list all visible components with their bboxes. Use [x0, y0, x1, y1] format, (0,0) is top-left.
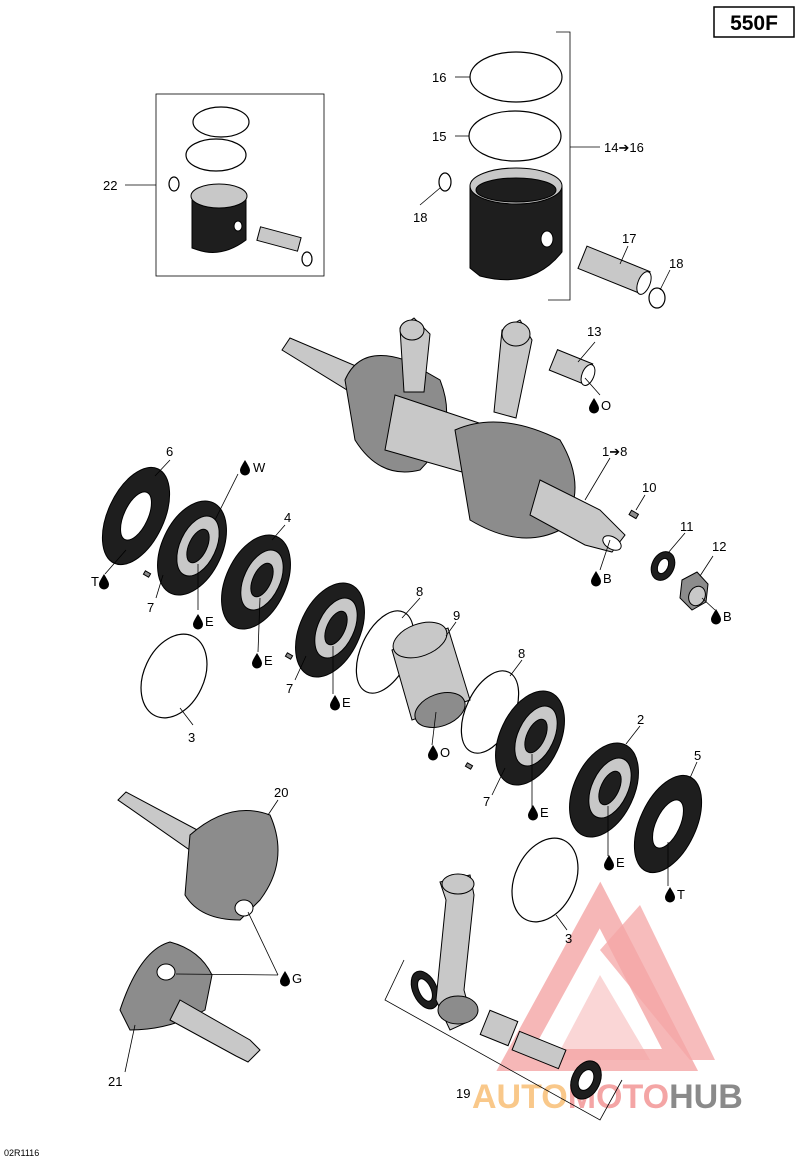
callout-5: 5 — [694, 748, 701, 763]
oil-drop-icon — [240, 460, 250, 476]
dowel-pins — [142, 570, 474, 770]
piston-pin — [577, 245, 652, 295]
callout-7a: 7 — [147, 600, 154, 615]
o-ring-3-left — [140, 633, 208, 719]
leader-lines — [104, 76, 716, 1073]
lube-e-4: E — [264, 653, 273, 668]
callout-16: 16 — [432, 70, 446, 85]
washer-11 — [650, 551, 676, 581]
oil-seal-6 — [101, 466, 171, 566]
oil-drop-icon — [528, 805, 538, 821]
lube-b-12: B — [723, 609, 732, 624]
callout-8-left: 8 — [416, 584, 423, 599]
piston-kit-box — [155, 93, 325, 277]
model-badge: 550F — [713, 6, 795, 38]
oil-drop-icon — [280, 971, 290, 987]
callout-11: 11 — [680, 519, 694, 534]
oil-drop-icon — [591, 571, 601, 587]
callout-9: 9 — [453, 608, 460, 623]
callout-22: 22 — [103, 178, 117, 193]
nut-12 — [679, 571, 709, 611]
watermark-text-auto: AUTO — [472, 1078, 568, 1116]
callout-3-left: 3 — [188, 730, 195, 745]
lube-b-1: B — [603, 571, 612, 586]
piston-14-16-bracket — [548, 31, 600, 301]
callout-21: 21 — [108, 1074, 122, 1089]
oil-drop-icon — [330, 695, 340, 711]
lube-e-2: E — [616, 855, 625, 870]
callout-2: 2 — [637, 712, 644, 727]
piston-rings — [468, 51, 563, 162]
lube-o-13: O — [601, 398, 611, 413]
oil-drop-icon — [252, 653, 262, 669]
o-ring-3-right — [511, 837, 579, 923]
oil-drop-icon — [193, 614, 203, 630]
lube-e-7b: E — [342, 695, 351, 710]
oil-drop-icon — [711, 609, 721, 625]
lube-w: W — [253, 460, 266, 475]
callout-8-right: 8 — [518, 646, 525, 661]
lube-t-6: T — [91, 574, 99, 589]
circlip-18-right — [648, 287, 666, 309]
oil-drop-icon — [665, 887, 675, 903]
ball-bearing-7b — [295, 582, 365, 678]
drawing-code: 02R1116 — [4, 1148, 39, 1158]
callout-15: 15 — [432, 129, 446, 144]
callout-7c: 7 — [483, 794, 490, 809]
circlip-18-top — [438, 172, 452, 192]
lube-e-7a: E — [205, 614, 214, 629]
oil-drop-icon — [428, 745, 438, 761]
oil-drop-icon — [589, 398, 599, 414]
model-badge-text: 550F — [730, 12, 778, 35]
automotohub-watermark: AUTOMOTOHUB — [472, 881, 743, 1116]
callout-17: 17 — [622, 231, 636, 246]
ball-bearing-4 — [221, 534, 291, 630]
callout-4: 4 — [284, 510, 291, 525]
callout-12: 12 — [712, 539, 726, 554]
lube-e-7c: E — [540, 805, 549, 820]
needle-bearing-13 — [548, 349, 596, 386]
crankshaft-half-20 — [117, 791, 279, 921]
lubricant-markers: W O B B T E E E O E E T G — [91, 398, 732, 987]
crankshaft-half-21 — [119, 941, 261, 1063]
svg-text:AUTOMOTOHUB: AUTOMOTOHUB — [472, 1078, 743, 1116]
key-10 — [628, 509, 640, 520]
callout-3-right: 3 — [565, 931, 572, 946]
ball-bearing-7a — [157, 500, 227, 596]
callout-13: 13 — [587, 324, 601, 339]
callout-1-8: 1➔8 — [602, 444, 627, 459]
callout-10: 10 — [642, 480, 656, 495]
callout-18-top: 18 — [413, 210, 427, 225]
callout-6: 6 — [166, 444, 173, 459]
oil-drop-icon — [604, 855, 614, 871]
connecting-rod-kit-box — [384, 873, 623, 1121]
callout-20: 20 — [274, 785, 288, 800]
piston — [469, 167, 563, 281]
oil-drop-icon — [99, 574, 109, 590]
lube-t-5: T — [677, 887, 685, 902]
callout-14-16: 14➔16 — [604, 140, 644, 155]
callout-19: 19 — [456, 1086, 470, 1101]
lube-o-9: O — [440, 745, 450, 760]
bearing-sleeve-9 — [391, 621, 471, 728]
lube-g: G — [292, 971, 302, 986]
ball-bearing-7c — [495, 690, 565, 786]
crankshaft — [281, 317, 626, 553]
watermark-text-hub: HUB — [669, 1078, 743, 1116]
oil-seal-5 — [633, 774, 703, 874]
callout-labels: 16 15 14➔16 22 18 17 18 13 1➔8 10 11 12 … — [103, 70, 726, 1101]
callout-18-right: 18 — [669, 256, 683, 271]
ball-bearing-2 — [569, 742, 639, 838]
callout-7b: 7 — [286, 681, 293, 696]
